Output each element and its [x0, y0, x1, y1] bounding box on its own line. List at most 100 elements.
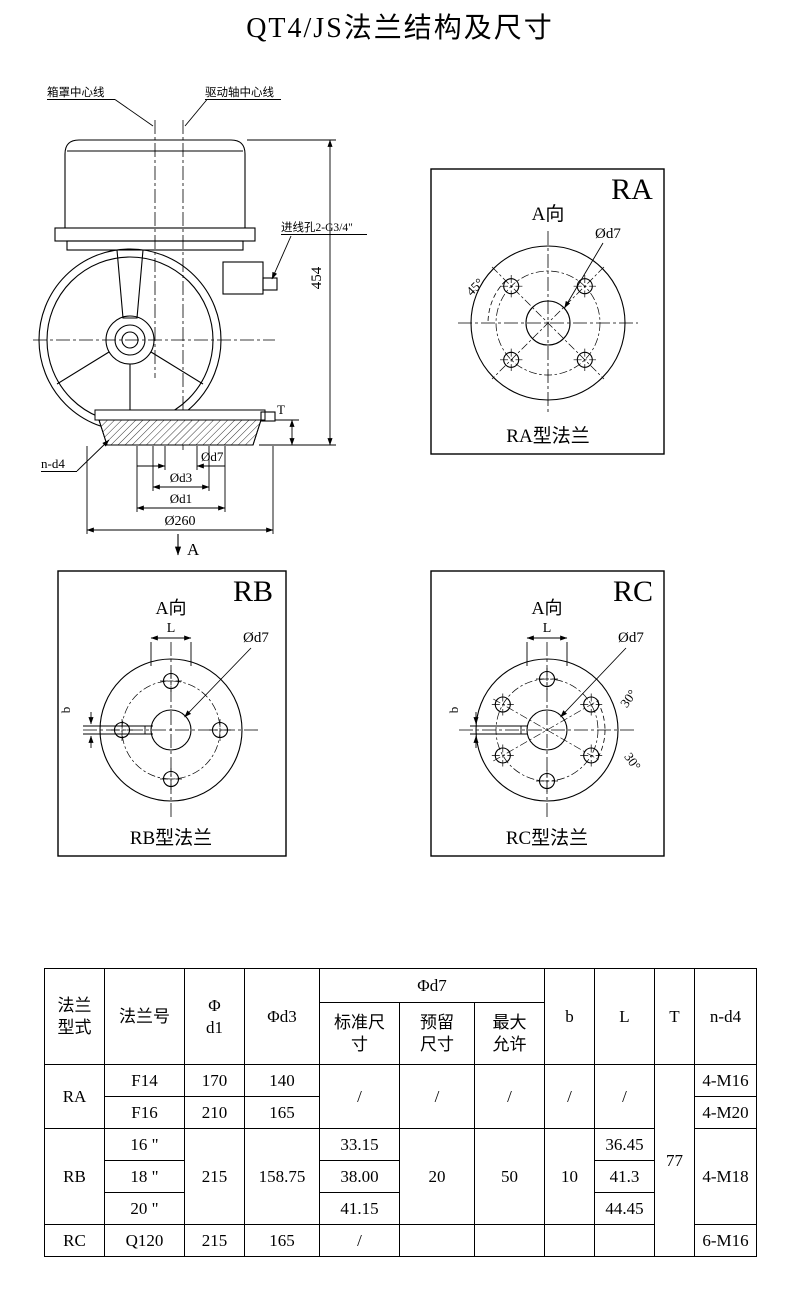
rb-caption: RB型法兰 — [130, 827, 212, 849]
view-a-arrow: A — [174, 534, 200, 558]
header-t: T — [654, 968, 695, 1065]
table-cell: / — [319, 1064, 400, 1129]
table-cell: 165 — [244, 1096, 320, 1129]
table-cell: F14 — [104, 1064, 185, 1097]
table-cell: 44.45 — [594, 1192, 655, 1225]
flange-view-ra: RA A向 Ød7 45° RA型法兰 — [430, 168, 665, 455]
dim-d7-label: Ød7 — [201, 449, 224, 464]
table-cell: / — [399, 1064, 475, 1129]
ra-caption: RA型法兰 — [506, 425, 589, 447]
dim-454: 454 — [247, 139, 336, 446]
table-cell: 140 — [244, 1064, 320, 1097]
table-cell — [399, 1224, 475, 1257]
label-shaft-centerline: 驱动轴中心线 — [205, 85, 274, 99]
table-cell: Q120 — [104, 1224, 185, 1257]
table-cell: / — [474, 1064, 545, 1129]
rc-caption: RC型法兰 — [506, 827, 588, 849]
nd4-callout: n-d4 — [41, 439, 110, 472]
rc-l-label: L — [543, 621, 552, 636]
ra-angle-label: 45° — [463, 275, 486, 298]
table-cell: / — [594, 1064, 655, 1129]
ra-d7-label: Ød7 — [595, 226, 621, 242]
table-cell: 4-M18 — [694, 1128, 757, 1225]
centerlines — [33, 120, 275, 450]
table-cell: 215 — [184, 1128, 245, 1225]
bottom-dimensions: Ød7 Ød3 Ød1 Ø260 — [86, 446, 274, 534]
rc-b-label: b — [446, 707, 461, 714]
ra-code: RA — [611, 173, 653, 206]
table-cell: 16 " — [104, 1128, 185, 1161]
dim-d3-label: Ød3 — [170, 470, 192, 485]
row-group-ra: RA — [44, 1064, 105, 1129]
table-cell: 50 — [474, 1128, 545, 1225]
table-cell: 210 — [184, 1096, 245, 1129]
flange-view-rb: RB A向 L b Ød7 RB型法兰 — [57, 570, 287, 857]
header-d7-max: 最大 允许 — [474, 1002, 545, 1065]
rc-drawing — [459, 642, 635, 818]
rc-d7-label: Ød7 — [618, 630, 644, 646]
table-cell: 41.15 — [319, 1192, 400, 1225]
label-inlet-hole: 进线孔2-G3/4" — [281, 220, 353, 234]
table-cell: 41.3 — [594, 1160, 655, 1193]
table-cell: / — [319, 1224, 400, 1257]
header-nd4: n-d4 — [694, 968, 757, 1065]
table-cell: / — [544, 1064, 595, 1129]
table-cell: 18 " — [104, 1160, 185, 1193]
mounting-flange — [94, 409, 276, 446]
row-group-rc: RC — [44, 1224, 105, 1257]
ra-drawing — [458, 231, 638, 415]
header-d7-reserved: 预留 尺寸 — [399, 1002, 475, 1065]
ra-view-label: A向 — [532, 203, 565, 225]
table-cell: 4-M16 — [694, 1064, 757, 1097]
header-d1: Φ d1 — [184, 968, 245, 1065]
rc-angle-bottom-label: 30° — [621, 750, 644, 774]
table-cell: 215 — [184, 1224, 245, 1257]
junction-box — [222, 261, 278, 295]
label-n-d4: n-d4 — [41, 456, 65, 471]
dim-d260-label: Ø260 — [164, 514, 195, 529]
rb-b-dimension: b — [58, 707, 94, 748]
rb-b-label: b — [58, 707, 73, 714]
rc-view-label: A向 — [532, 598, 563, 618]
housing-cover — [54, 139, 256, 251]
row-group-rb: RB — [44, 1128, 105, 1225]
rb-drawing — [83, 642, 259, 818]
table-cell: F16 — [104, 1096, 185, 1129]
dim-t-label: T — [277, 402, 285, 417]
dimension-table: 法兰 型式 法兰号 Φ d1 Φd3 Φd7 b L T n-d4 标准尺 寸 … — [44, 968, 757, 1257]
header-d3: Φd3 — [244, 968, 320, 1065]
table-cell-t-value: 77 — [654, 1064, 695, 1257]
main-assembly-drawing: 箱罩中心线 驱动轴中心线 进线孔2-G3/4" — [25, 78, 385, 558]
view-a-letter: A — [187, 540, 200, 558]
label-box-centerline: 箱罩中心线 — [47, 85, 105, 99]
table-cell: 38.00 — [319, 1160, 400, 1193]
header-flange-number: 法兰号 — [104, 968, 185, 1065]
header-flange-type: 法兰 型式 — [44, 968, 105, 1065]
table-cell: 4-M20 — [694, 1096, 757, 1129]
table-cell: 10 — [544, 1128, 595, 1225]
rb-d7-label: Ød7 — [243, 630, 269, 646]
table-cell: 20 — [399, 1128, 475, 1225]
centerline-callouts: 箱罩中心线 驱动轴中心线 — [47, 85, 281, 127]
table-cell: 33.15 — [319, 1128, 400, 1161]
flange-view-rc: RC A向 L b 30° 30° Ød7 RC型法兰 — [430, 570, 665, 857]
rb-view-label: A向 — [156, 598, 187, 618]
table-cell — [594, 1224, 655, 1257]
table-cell: 158.75 — [244, 1128, 320, 1225]
dim-height-454: 454 — [309, 266, 325, 289]
rc-angle-top-label: 30° — [617, 687, 640, 711]
dim-t: T — [259, 402, 299, 446]
rb-code: RB — [233, 575, 273, 608]
table-cell — [474, 1224, 545, 1257]
table-cell: 20 " — [104, 1192, 185, 1225]
table-cell: 170 — [184, 1064, 245, 1097]
page-title: QT4/JS法兰结构及尺寸 — [246, 13, 554, 44]
inlet-callout: 进线孔2-G3/4" — [271, 220, 367, 280]
header-b: b — [544, 968, 595, 1065]
header-l: L — [594, 968, 655, 1065]
header-d7-standard: 标准尺 寸 — [319, 1002, 400, 1065]
table-cell — [544, 1224, 595, 1257]
rb-l-label: L — [167, 621, 176, 636]
table-cell: 165 — [244, 1224, 320, 1257]
table-cell: 36.45 — [594, 1128, 655, 1161]
